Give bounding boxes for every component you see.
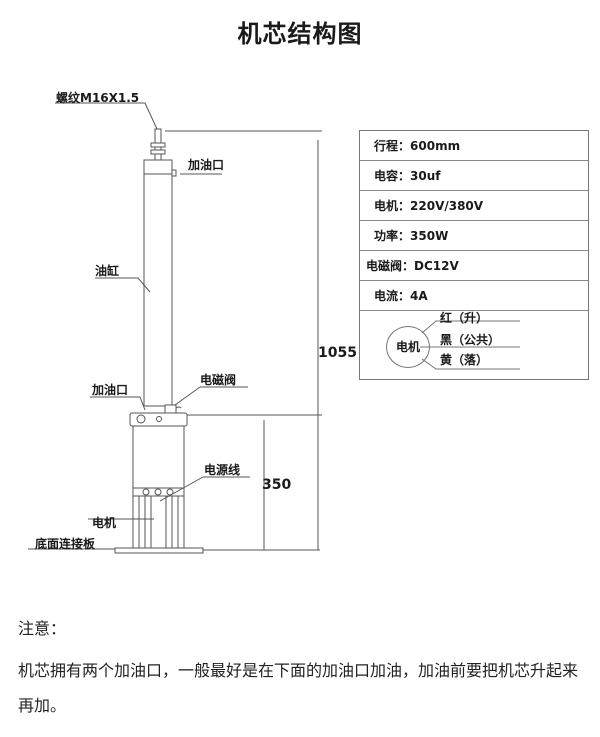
- spec-row-current: 电流：4A: [360, 281, 588, 311]
- notes-heading: 注意：: [18, 619, 67, 638]
- wiring-diagram: 电机 红（升） 黑（公共） 黄（落）: [360, 311, 588, 379]
- spec-label: 电流：: [374, 289, 411, 303]
- spec-row-stroke: 行程：600mm: [360, 131, 588, 161]
- thread-label: 螺纹M16X1.5: [56, 91, 140, 105]
- spec-label: 电磁阀：: [366, 259, 415, 273]
- wire-red-label: 红（升）: [440, 311, 489, 325]
- spec-value: 350W: [410, 229, 449, 243]
- spec-value: 220V/380V: [410, 199, 484, 213]
- spec-row-power: 功率：350W: [360, 221, 588, 251]
- spec-value: 30uf: [410, 169, 441, 183]
- spec-value: 4A: [410, 289, 428, 303]
- power-cord-label: 电源线: [204, 463, 241, 477]
- motor-label: 电机: [92, 516, 117, 530]
- oil-cylinder-label: 油缸: [95, 264, 120, 278]
- spec-row-capacitor: 电容：30uf: [360, 161, 588, 191]
- base-height-dimension: 350: [262, 477, 292, 493]
- spec-row-motor: 电机：220V/380V: [360, 191, 588, 221]
- mechanism-drawing: [28, 102, 322, 554]
- base-plate-label: 底面连接板: [35, 537, 96, 551]
- oil-port-bottom-label: 加油口: [92, 383, 129, 397]
- spec-row-solenoid: 电磁阀：DC12V: [360, 251, 588, 281]
- oil-port-top-label: 加油口: [188, 158, 225, 172]
- spec-label: 电容：: [374, 169, 411, 183]
- page-title: 机芯结构图: [237, 20, 363, 48]
- spec-label: 行程：: [374, 139, 411, 153]
- wire-lines: [420, 320, 520, 370]
- notes-section: 注意： 机芯拥有两个加油口，一般最好是在下面的加油口加油，加油前要把机芯升起来再…: [18, 615, 583, 723]
- spec-label: 电机：: [374, 199, 411, 213]
- notes-body: 机芯拥有两个加油口，一般最好是在下面的加油口加油，加油前要把机芯升起来再加。: [18, 661, 579, 715]
- spec-table: 行程：600mm 电容：30uf 电机：220V/380V 功率：350W 电磁…: [359, 130, 589, 380]
- solenoid-valve-label: 电磁阀: [200, 373, 237, 387]
- wire-yellow-label: 黄（落）: [440, 353, 489, 367]
- spec-label: 功率：: [374, 229, 411, 243]
- spec-value: DC12V: [414, 259, 459, 273]
- spec-value: 600mm: [410, 139, 461, 153]
- total-height-dimension: 1055: [318, 345, 357, 361]
- wire-black-label: 黑（公共）: [440, 333, 501, 347]
